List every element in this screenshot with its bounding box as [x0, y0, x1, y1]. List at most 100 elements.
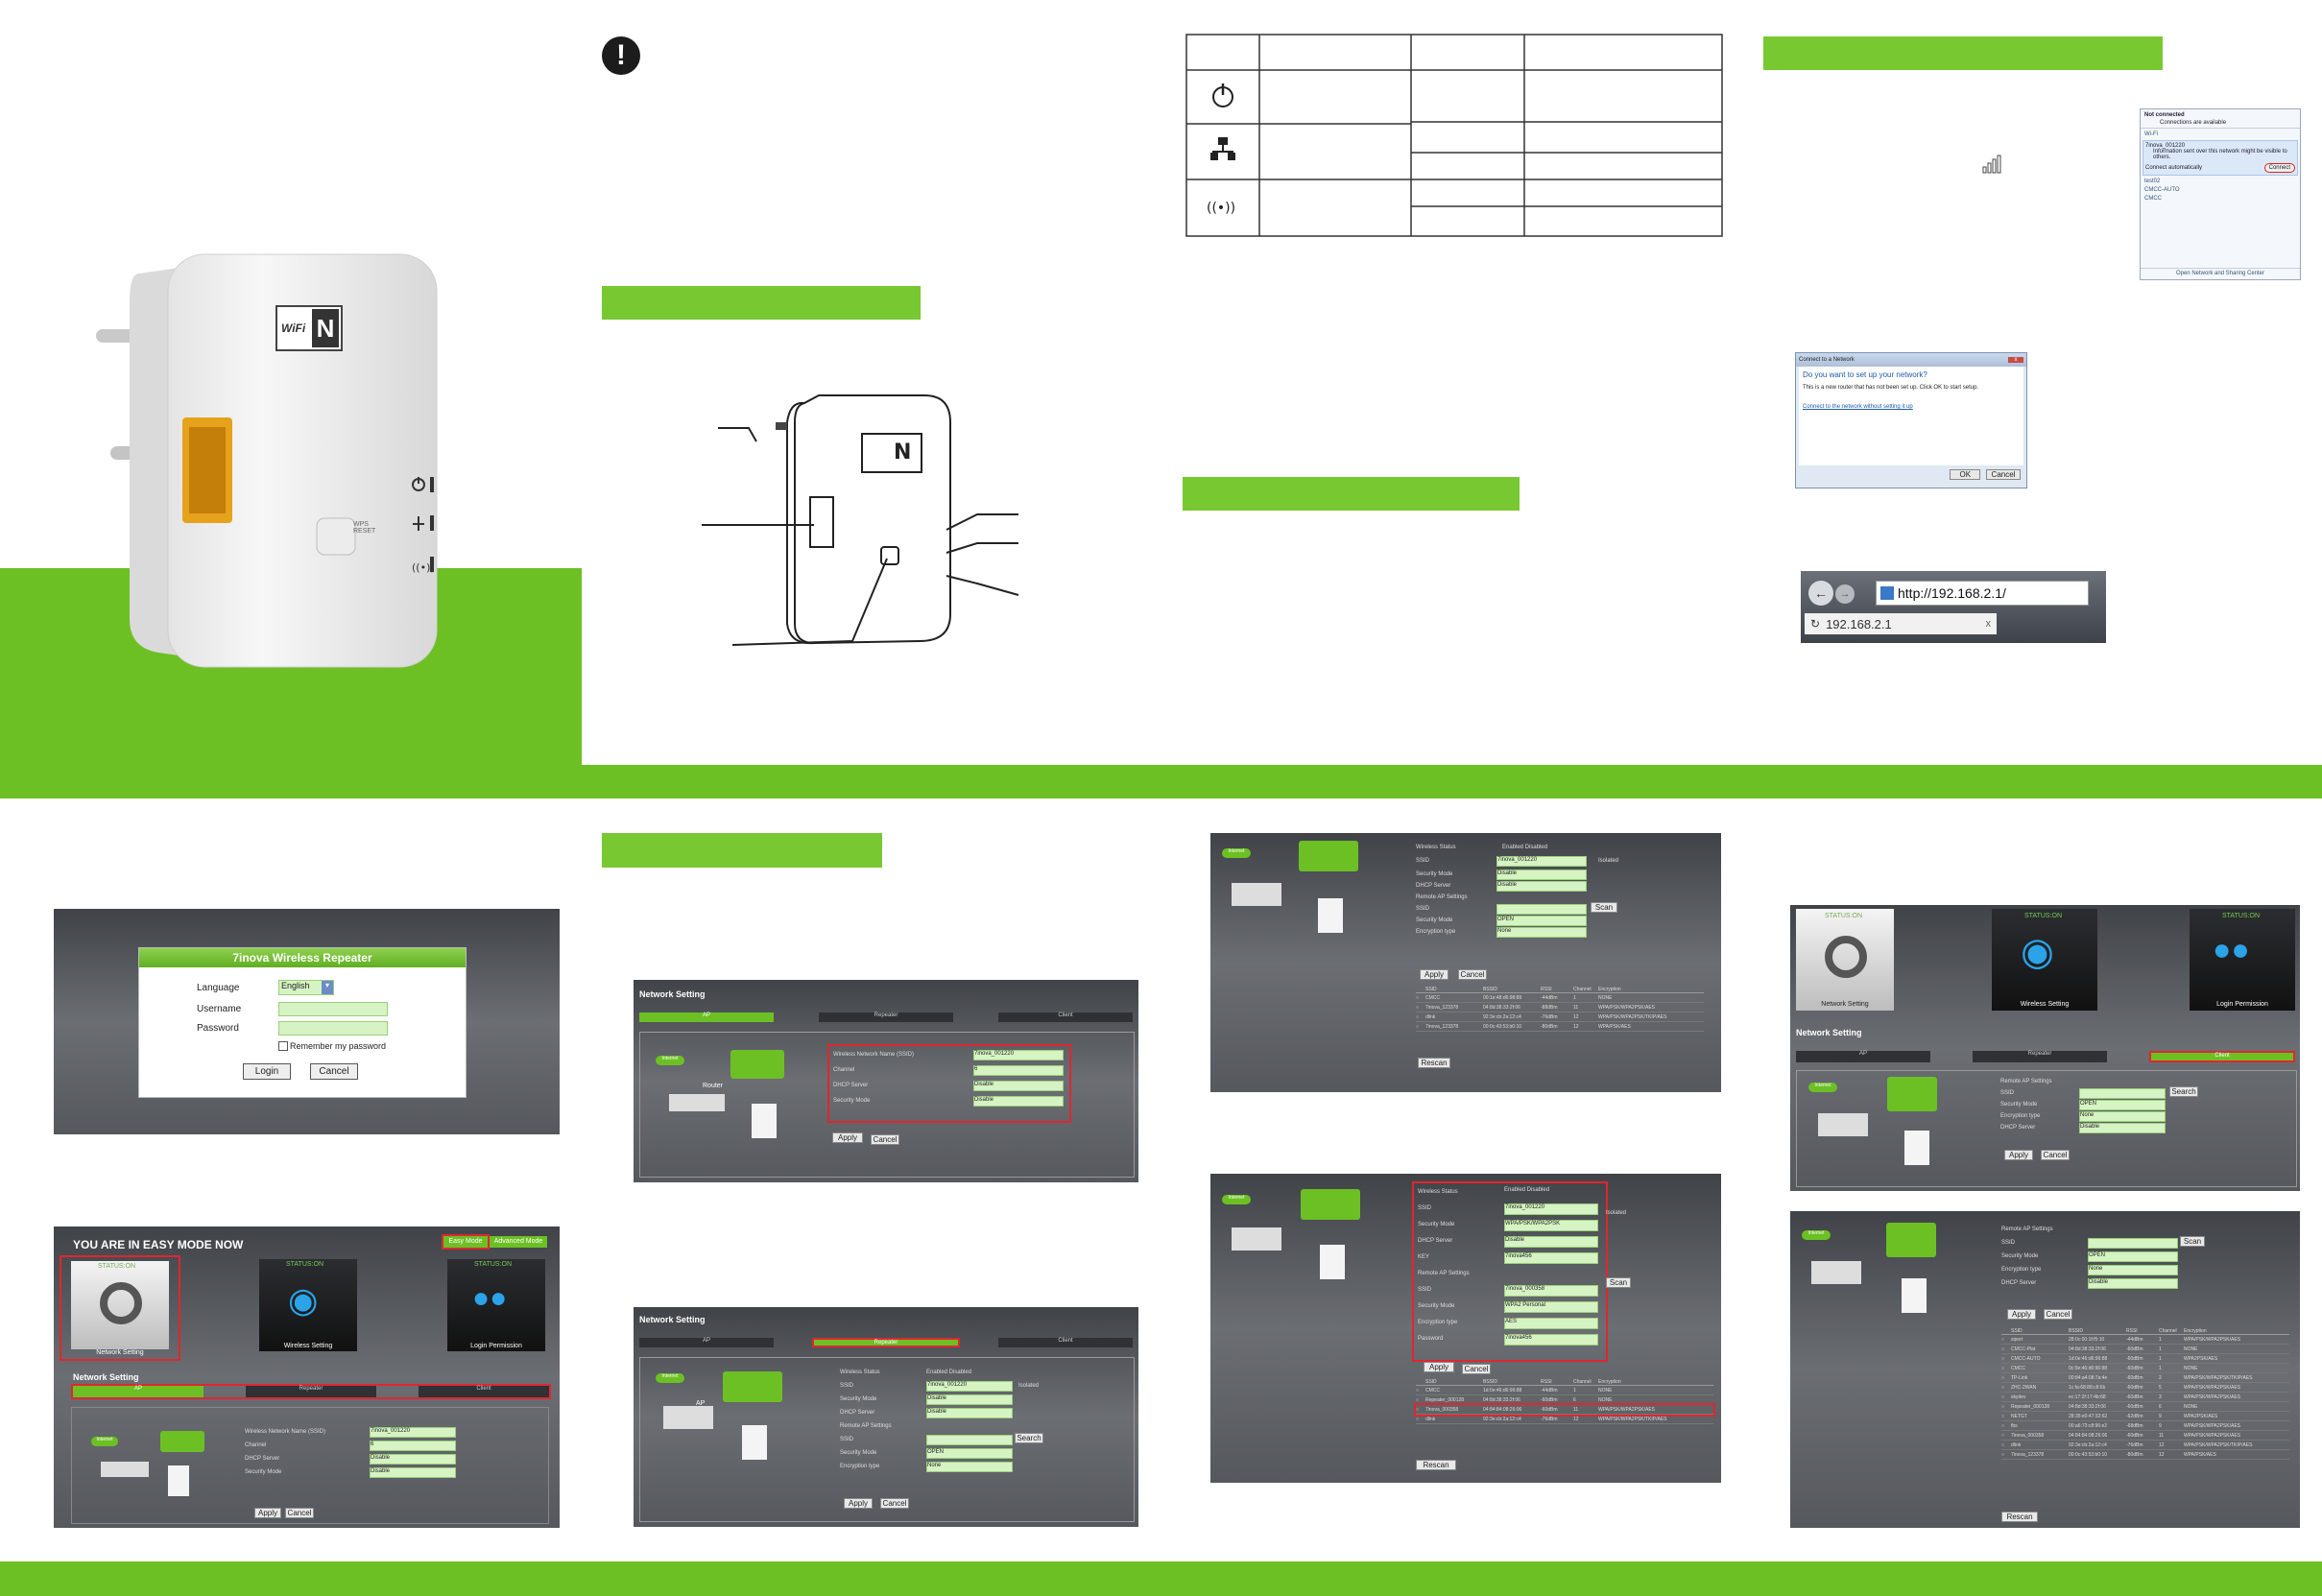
adv-field-value[interactable]: Disable	[1504, 1236, 1598, 1248]
other-network-0[interactable]: test02	[2144, 179, 2161, 184]
ap-field-3[interactable]: Disable	[370, 1467, 456, 1478]
adv-field-value[interactable]: WPA/PSK/WPA2PSK	[1504, 1220, 1598, 1231]
cl-field-3[interactable]: None	[2079, 1111, 2166, 1122]
row-radio[interactable]: ○	[2001, 1346, 2005, 1352]
adv-field-value[interactable]: WPA2 Personal	[1504, 1301, 1598, 1313]
rep-value-0[interactable]: Enabled Disabled	[926, 1370, 972, 1375]
adv-isolated[interactable]: Isolated	[1606, 1210, 1627, 1216]
ap2-field-1[interactable]: 6	[973, 1065, 1064, 1076]
row-radio[interactable]: ○	[2001, 1374, 2005, 1381]
easy-apply[interactable]: Apply	[254, 1508, 281, 1518]
row-radio[interactable]: ○	[2001, 1403, 2005, 1410]
ap-tab-client[interactable]: Client	[998, 1012, 1133, 1022]
rep-tab-repeater[interactable]: Repeater	[812, 1338, 960, 1347]
scan-value-0[interactable]: Enabled Disabled	[1502, 845, 1548, 850]
row-radio[interactable]: ○	[1416, 1023, 1420, 1030]
remember-checkbox[interactable]	[278, 1041, 288, 1051]
scan-button[interactable]: Scan	[1591, 902, 1617, 913]
easy-cancel[interactable]: Cancel	[285, 1508, 314, 1518]
easy-mode-button[interactable]: Easy Mode	[442, 1234, 490, 1250]
password-input[interactable]	[278, 1021, 388, 1036]
scan-field-3[interactable]: Disable	[1496, 881, 1587, 892]
cs-cancel[interactable]: Cancel	[2044, 1309, 2072, 1320]
ap-field-1[interactable]: 6	[370, 1441, 456, 1451]
cs-field-3[interactable]: None	[2088, 1265, 2178, 1275]
connect-auto[interactable]: Connect automatically	[2145, 165, 2203, 171]
cs-field-1[interactable]	[2088, 1238, 2178, 1249]
row-radio[interactable]: ○	[1416, 1416, 1420, 1422]
cs-rescan-button[interactable]: Rescan	[2001, 1512, 2038, 1522]
rep-field-2[interactable]: Disable	[926, 1394, 1013, 1405]
scan-apply[interactable]: Apply	[1420, 969, 1448, 980]
adv-field-value[interactable]: AES	[1504, 1318, 1598, 1329]
scan-field-7[interactable]: None	[1496, 927, 1587, 938]
cs-apply[interactable]: Apply	[2007, 1309, 2036, 1320]
row-radio[interactable]: ○	[2001, 1336, 2005, 1343]
cl-field-1[interactable]	[2079, 1088, 2166, 1099]
row-radio[interactable]: ○	[2001, 1384, 2005, 1391]
adv-apply-button[interactable]: Apply	[1424, 1362, 1454, 1372]
tile-wireless-setting[interactable]: STATUS:ON ◉ Wireless Setting	[259, 1259, 357, 1351]
ap-tab-ap[interactable]: AP	[639, 1012, 774, 1022]
ap-tab-repeater[interactable]: Repeater	[819, 1012, 953, 1022]
scan-field-5[interactable]	[1496, 904, 1587, 915]
rep-tab-client[interactable]: Client	[998, 1338, 1133, 1347]
cancel-button[interactable]: Cancel	[310, 1063, 358, 1080]
row-radio[interactable]: ○	[1416, 1013, 1420, 1020]
row-radio[interactable]: ○	[2001, 1422, 2005, 1429]
scan-field-2[interactable]: Disable	[1496, 869, 1587, 880]
rep-field-6[interactable]: OPEN	[926, 1448, 1013, 1459]
dialog-ok[interactable]: OK	[1950, 469, 1981, 480]
rep-search-button[interactable]: Search	[1015, 1433, 1043, 1443]
other-network-1[interactable]: CMCC-AUTO	[2144, 187, 2180, 193]
ap-field-0[interactable]: 7inova_001220	[370, 1427, 456, 1438]
adv-field-value[interactable]: 7inova_000358	[1504, 1285, 1598, 1297]
url-field[interactable]: http://192.168.2.1/	[1876, 581, 2089, 606]
row-radio[interactable]: ○	[2001, 1413, 2005, 1419]
cl-field-4[interactable]: Disable	[2079, 1123, 2166, 1133]
rep-field-5[interactable]	[926, 1435, 1013, 1445]
client-cancel-button[interactable]: Cancel	[2041, 1150, 2070, 1160]
forward-icon[interactable]: →	[1835, 584, 1855, 604]
ap2-field-2[interactable]: Disable	[973, 1081, 1064, 1091]
client-tile-network[interactable]: STATUS:ON Network Setting	[1796, 909, 1894, 1011]
dialog-close-icon[interactable]: x	[2008, 357, 2023, 363]
tab-ap[interactable]: AP	[73, 1386, 203, 1397]
scan-isolated[interactable]: Isolated	[1598, 858, 1619, 864]
url-suggestion[interactable]: ↻ 192.168.2.1 x	[1805, 613, 1997, 634]
ap2-field-3[interactable]: Disable	[973, 1096, 1064, 1107]
rep-cancel-button[interactable]: Cancel	[880, 1498, 909, 1509]
rep-field-3[interactable]: Disable	[926, 1408, 1013, 1418]
ap-cancel-button[interactable]: Cancel	[871, 1134, 899, 1145]
tab-repeater[interactable]: Repeater	[246, 1386, 376, 1397]
tile-login-permission[interactable]: STATUS:ON ●● Login Permission	[447, 1259, 545, 1351]
rep-apply-button[interactable]: Apply	[844, 1498, 873, 1509]
adv-scan-button[interactable]: Scan	[1606, 1277, 1631, 1288]
adv-field-value[interactable]: 7inova456	[1504, 1252, 1598, 1264]
suggestion-close-icon[interactable]: x	[1985, 618, 1992, 630]
ap2-field-0[interactable]: 7inova_001220	[973, 1050, 1064, 1060]
tile-network-setting[interactable]: STATUS:ON Network Setting	[60, 1255, 180, 1361]
client-tab-client[interactable]: Client	[2149, 1051, 2295, 1062]
connect-button[interactable]: Connect	[2263, 163, 2295, 173]
client-tab-repeater[interactable]: Repeater	[1973, 1051, 2107, 1062]
language-select[interactable]: English ▾	[278, 980, 334, 995]
rep-field-7[interactable]: None	[926, 1462, 1013, 1472]
row-radio[interactable]: ○	[2001, 1451, 2005, 1458]
row-radio[interactable]: ○	[2001, 1394, 2005, 1400]
cs-field-2[interactable]: OPEN	[2088, 1251, 2178, 1262]
